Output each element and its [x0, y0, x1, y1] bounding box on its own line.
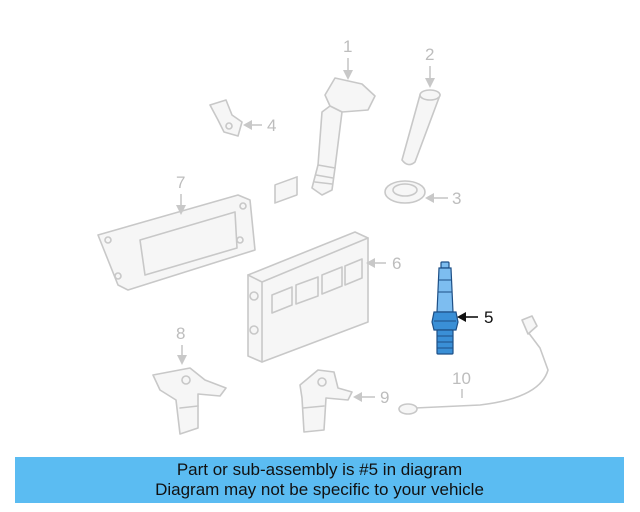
info-banner: Part or sub-assembly is #5 in diagram Di…: [15, 457, 624, 503]
callout-1: 1: [343, 37, 352, 56]
callout-9: 9: [380, 388, 389, 407]
part-4-sensor: 4: [209, 99, 276, 137]
parts-diagram: 1 2 3 4 7: [97, 37, 549, 435]
callout-10: 10: [452, 369, 471, 388]
callout-3: 3: [452, 189, 461, 208]
part-3-seal: 3: [384, 180, 461, 208]
callout-8: 8: [176, 324, 185, 343]
part-9-sensor: 9: [299, 369, 389, 433]
part-7-bracket: 7: [97, 173, 256, 291]
callout-4: 4: [267, 116, 276, 135]
part-2-boot: 2: [401, 45, 441, 166]
callout-2: 2: [425, 45, 434, 64]
part-10-wire-sensor: 10: [398, 315, 549, 415]
callout-5: 5: [484, 308, 493, 327]
part-1-ignition-coil: 1: [311, 37, 376, 196]
banner-line-2: Diagram may not be specific to your vehi…: [155, 480, 484, 499]
part-8-position-sensor: 8: [152, 324, 227, 435]
part-5-spark-plug[interactable]: 5: [431, 261, 493, 355]
callout-7: 7: [176, 173, 185, 192]
part-6-control-module: 6: [247, 176, 401, 363]
callout-6: 6: [392, 254, 401, 273]
banner-line-1: Part or sub-assembly is #5 in diagram: [176, 460, 463, 479]
